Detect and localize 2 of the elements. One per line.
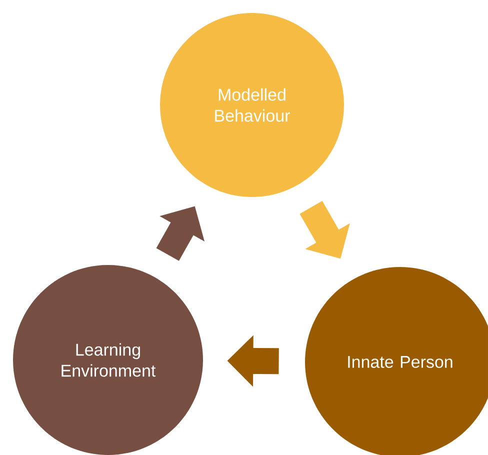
circle-node: Modelled Behaviour — [160, 13, 344, 197]
circle-node: Learning Environment — [13, 265, 203, 455]
